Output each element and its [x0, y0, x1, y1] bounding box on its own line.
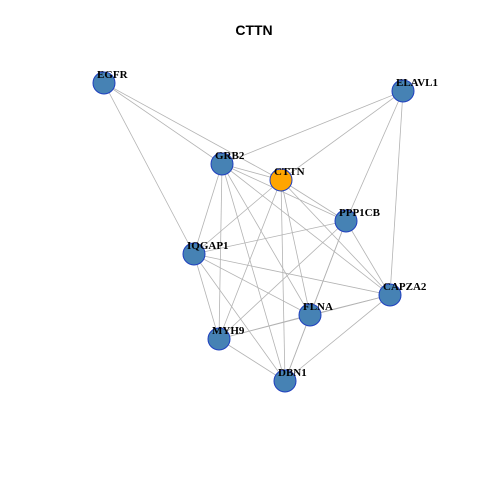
- node-capza2: [378, 283, 402, 307]
- edge-flna-dbn1: [284, 314, 311, 382]
- node-iqgap1: [182, 242, 206, 266]
- node-ppp1cb: [334, 209, 358, 233]
- node-egfr: [92, 71, 116, 95]
- edge-cttn-ppp1cb: [280, 179, 347, 222]
- edge-grb2-dbn1: [221, 163, 286, 382]
- edge-iqgap1-myh9: [193, 253, 220, 340]
- edge-cttn-dbn1: [280, 179, 286, 382]
- nodes-layer: [92, 71, 415, 393]
- edges-layer: [103, 82, 404, 382]
- edge-ppp1cb-myh9: [218, 220, 347, 340]
- edge-elavl1-ppp1cb: [345, 90, 404, 222]
- node-grb2: [210, 152, 234, 176]
- edge-ppp1cb-iqgap1: [193, 220, 347, 255]
- diagram-title: CTTN: [235, 22, 272, 38]
- node-label-iqgap1: IQGAP1: [187, 240, 229, 252]
- node-label-myh9: MYH9: [212, 325, 245, 337]
- node-label-ppp1cb: PPP1CB: [339, 207, 381, 219]
- edge-iqgap1-dbn1: [193, 253, 286, 382]
- edge-elavl1-grb2: [221, 90, 404, 165]
- node-flna: [298, 303, 322, 327]
- edge-elavl1-cttn: [280, 90, 404, 181]
- edge-iqgap1-capza2: [193, 253, 391, 296]
- edge-cttn-flna: [280, 179, 311, 316]
- edge-elavl1-capza2: [389, 90, 404, 296]
- edge-flna-myh9: [218, 314, 311, 340]
- node-cttn: [269, 168, 293, 192]
- edge-egfr-iqgap1: [103, 82, 195, 255]
- edge-ppp1cb-capza2: [345, 220, 391, 296]
- edge-iqgap1-flna: [193, 253, 311, 316]
- edge-cttn-capza2: [280, 179, 391, 296]
- node-label-dbn1: DBN1: [278, 367, 307, 379]
- edge-grb2-iqgap1: [193, 163, 223, 255]
- node-dbn1: [273, 369, 297, 393]
- edge-capza2-dbn1: [284, 294, 391, 382]
- edge-cttn-iqgap1: [193, 179, 282, 255]
- edge-grb2-myh9: [218, 163, 223, 340]
- node-myh9: [207, 327, 231, 351]
- edge-cttn-myh9: [218, 179, 282, 340]
- edge-myh9-dbn1: [218, 338, 286, 382]
- edge-grb2-flna: [221, 163, 311, 316]
- edge-egfr-cttn: [103, 82, 282, 181]
- node-label-flna: FLNA: [303, 301, 333, 313]
- node-label-grb2: GRB2: [215, 150, 245, 162]
- node-label-capza2: CAPZA2: [383, 281, 427, 293]
- node-label-egfr: EGFR: [97, 69, 129, 81]
- node-elavl1: [391, 79, 415, 103]
- edge-egfr-grb2: [103, 82, 223, 165]
- node-label-cttn: CTTN: [274, 166, 305, 178]
- node-label-elavl1: ELAVL1: [396, 77, 438, 89]
